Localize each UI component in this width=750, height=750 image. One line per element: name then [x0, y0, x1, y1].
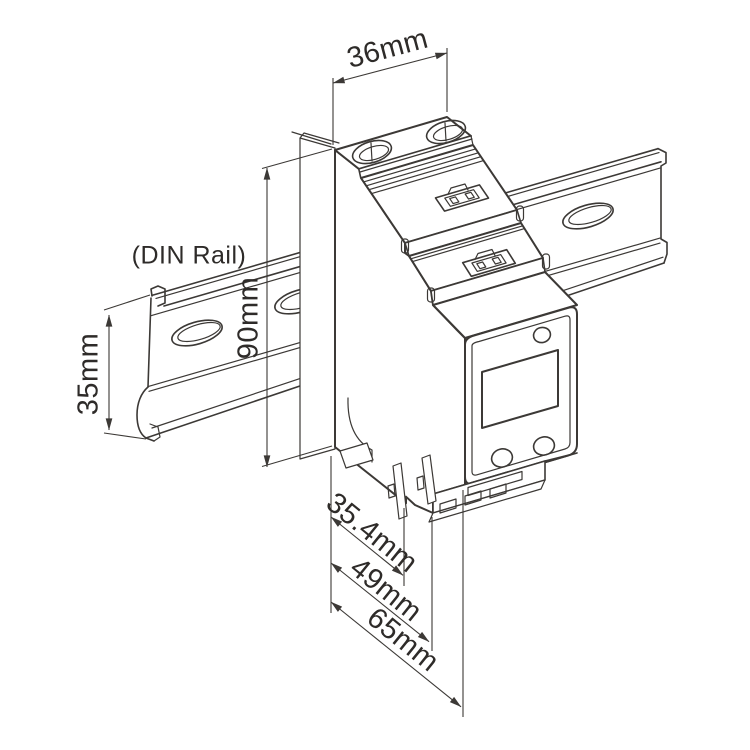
cover-slider[interactable] [461, 248, 517, 278]
panel-top-face [432, 271, 578, 339]
dimension-depth-group [330, 456, 464, 717]
rail-left-top-lip [150, 285, 166, 307]
terminal-cover-lower [408, 222, 551, 306]
dimension-65mm-line [330, 601, 462, 708]
dimension-90mm [261, 148, 333, 468]
button-left[interactable] [489, 446, 514, 469]
clip-prong [392, 462, 408, 520]
label-din-rail-note: (DIN Rail) [132, 242, 247, 270]
bottom-terminals [339, 442, 578, 523]
terminal-recess [351, 139, 393, 165]
terminal-cover-upper [360, 144, 525, 257]
rail-slot [171, 319, 223, 347]
lcd-display [481, 349, 559, 429]
dimension-35mm [103, 294, 151, 440]
device-backplate [291, 131, 340, 460]
button-right[interactable] [531, 434, 556, 457]
din-clip-tab[interactable] [339, 442, 374, 469]
cover-slider[interactable] [434, 183, 490, 212]
label-top-width: 36mm [344, 23, 432, 75]
terminal-recess [425, 119, 467, 145]
rail-left-bottom-lip [136, 386, 155, 442]
rail-right-end [657, 147, 668, 264]
clip-prong [421, 454, 437, 505]
label-rail-height: 35mm [73, 333, 105, 416]
device-top-face [334, 116, 474, 179]
dimension-36mm [332, 48, 448, 145]
meter-device [291, 116, 578, 523]
led-indicator [532, 326, 552, 344]
rail-slot [562, 202, 614, 230]
label-device-height: 90mm [233, 277, 265, 360]
